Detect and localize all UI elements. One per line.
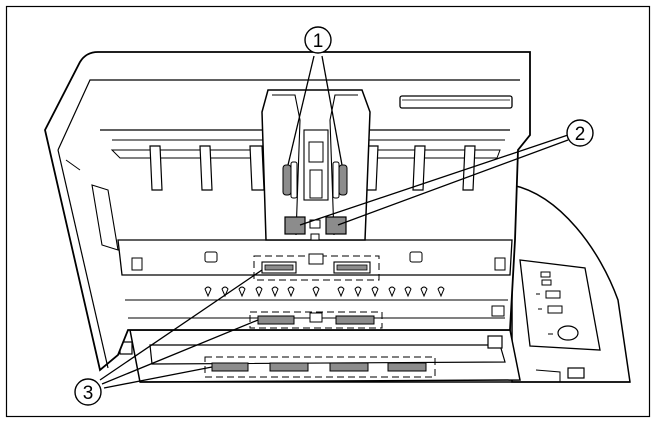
paper-guide-tabs [149,145,476,191]
sensor-window [257,315,295,325]
callout-number-1: 1 [313,31,324,52]
pick-roller-right [338,164,348,196]
control-panel-body [511,184,631,383]
sensor-window [329,362,369,372]
feed-rib-row [204,286,445,298]
panel-button-1 [545,290,561,299]
sensor-window [264,264,294,271]
sensor-window [211,362,249,372]
callout-circle [304,26,332,54]
callout-1: 1 [304,26,332,54]
sensor-window [387,362,427,372]
sensor-window [269,362,309,372]
callout-3: 3 [74,378,102,406]
leader-lines [99,55,569,389]
callout-number-3: 3 [83,383,94,404]
panel-button-2 [547,305,563,314]
sensor-window [336,264,368,271]
panel-power-button [557,325,579,341]
pick-roller-left [282,164,292,196]
roller-assembly [261,89,371,241]
separation-pad-left [284,216,306,235]
callout-2: 2 [566,119,594,147]
top-slot [399,95,513,109]
callout-circle [566,119,594,147]
separation-pad-right [325,216,347,235]
sensor-window [335,315,375,325]
sensor-group-upper [253,253,380,281]
panel-led-2 [541,279,552,286]
control-panel [519,259,601,351]
panel-led-1 [540,271,551,278]
callout-number-2: 2 [575,124,586,145]
callout-circle [74,378,102,406]
